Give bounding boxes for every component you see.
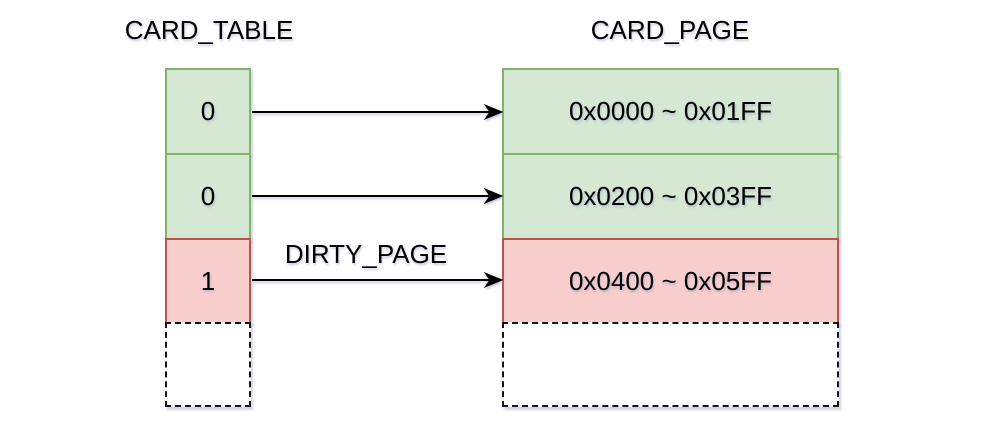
card-page-cell-0-range: 0x0000 ~ 0x01FF: [568, 96, 773, 126]
card-page-cell-2-range: 0x0400 ~ 0x05FF: [568, 265, 773, 296]
card-table-cell-2: 1: [165, 238, 251, 324]
card-page-cell-3-empty: [502, 322, 839, 407]
arrow-0: [252, 103, 504, 121]
card-page-cell-1: 0x0200 ~ 0x03FF: [502, 153, 839, 240]
arrow-1: [252, 187, 504, 205]
card-page-cell-0: 0x0000 ~ 0x01FF: [502, 68, 839, 155]
card-table-cell-1-value: 0: [200, 181, 216, 211]
card-table-cell-0: 0: [165, 68, 251, 155]
card-page-title: CARD_PAGE: [590, 15, 750, 45]
dirty-page-arrow-label: DIRTY_PAGE: [284, 239, 448, 269]
card-table-cell-2-value: 1: [200, 265, 216, 296]
card-table-cell-3-empty: [165, 322, 251, 407]
card-page-cell-1-range: 0x0200 ~ 0x03FF: [568, 181, 773, 211]
arrow-2: [252, 271, 504, 289]
card-table-cell-1: 0: [165, 153, 251, 240]
card-table-title: CARD_TABLE: [124, 15, 294, 45]
card-table-cell-0-value: 0: [200, 96, 216, 126]
card-page-cell-2: 0x0400 ~ 0x05FF: [502, 238, 839, 324]
